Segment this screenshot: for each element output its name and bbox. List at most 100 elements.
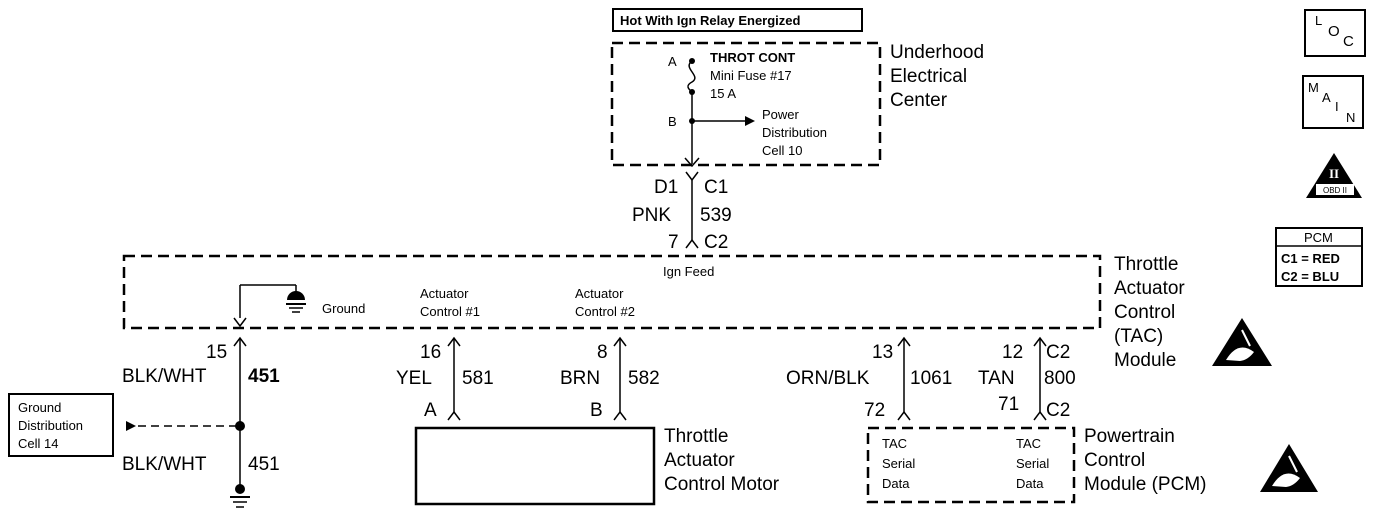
wire-451-circuit: 451 (248, 366, 280, 387)
svg-text:L: L (1315, 13, 1322, 28)
svg-text:Module (PCM): Module (PCM) (1084, 474, 1206, 495)
pcm-pin-71: 71 (998, 394, 1019, 415)
ground-dist-arrow (126, 421, 236, 431)
wire-800-color: TAN (978, 368, 1015, 389)
svg-text:C2 = BLU: C2 = BLU (1281, 269, 1339, 284)
fuse-label: Mini Fuse #17 (710, 68, 792, 83)
throttle-motor-label: Throttle Actuator Control Motor (664, 426, 780, 495)
svg-text:M: M (1308, 80, 1319, 95)
fuse-rating: 15 A (710, 86, 736, 101)
pcm-title: Powertrain Control Module (PCM) (1084, 426, 1206, 495)
wire-582-color: BRN (560, 368, 600, 389)
svg-text:Actuator: Actuator (1114, 278, 1185, 299)
wire-800-circuit: 800 (1044, 368, 1076, 389)
obd-ii-icon: II OBD II (1306, 153, 1362, 198)
esd-warning-icon (1212, 318, 1272, 366)
svg-text:Serial: Serial (1016, 456, 1049, 471)
power-dist-label: Power Distribution Cell 10 (762, 107, 827, 158)
svg-text:Underhood: Underhood (890, 42, 984, 63)
wire-15-pin: 15 (206, 342, 227, 363)
tac-module-title: Throttle Actuator Control (TAC) Module (1114, 254, 1185, 371)
svg-text:Power: Power (762, 107, 800, 122)
wire-582-circuit: 582 (628, 368, 660, 389)
svg-text:Data: Data (1016, 476, 1044, 491)
wire-16-pin: 16 (420, 342, 441, 363)
svg-text:Cell 10: Cell 10 (762, 143, 802, 158)
pcm-pin-72: 72 (864, 400, 885, 421)
pcm-right-label: TAC Serial Data (1016, 436, 1049, 491)
ign-feed-label: Ign Feed (663, 264, 714, 279)
svg-text:(TAC): (TAC) (1114, 326, 1163, 347)
svg-text:TAC: TAC (882, 436, 907, 451)
wire-1061-color: ORN/BLK (786, 368, 870, 389)
loc-icon[interactable]: L O C (1304, 9, 1366, 57)
fuse-header-box (612, 8, 863, 32)
wire-582-line (613, 336, 627, 421)
svg-text:Center: Center (890, 90, 948, 111)
ground-label: Ground (322, 301, 365, 316)
fuse-pin-b: B (668, 114, 677, 129)
connector-d1: D1 (654, 177, 678, 198)
svg-text:I: I (1335, 99, 1339, 114)
fuse-header-text: Hot With Ign Relay Energized (620, 13, 801, 28)
svg-text:Powertrain: Powertrain (1084, 426, 1175, 447)
wire-12-pin: 12 (1002, 342, 1023, 363)
wire-800-line (1033, 336, 1047, 421)
actuator-control-2-label: Actuator Control #2 (575, 286, 635, 319)
connector-pin-7: 7 (668, 232, 679, 253)
ground-dist-label: Ground Distribution Cell 14 (18, 400, 83, 451)
actuator-control-1-label: Actuator Control #1 (420, 286, 480, 319)
wire-1061-line (897, 336, 911, 421)
esd-warning-icon-pcm (1260, 444, 1318, 492)
svg-text:Distribution: Distribution (762, 125, 827, 140)
underhood-label: Underhood Electrical Center (890, 42, 984, 111)
wire-451-color: BLK/WHT (122, 366, 207, 387)
svg-text:Control #1: Control #1 (420, 304, 480, 319)
tac-connector-c2: C2 (1046, 342, 1070, 363)
pcm-connector-key: PCM C1 = RED C2 = BLU (1275, 227, 1363, 287)
svg-text:Serial: Serial (882, 456, 915, 471)
wire-581-line (447, 336, 461, 421)
svg-text:Control Motor: Control Motor (664, 474, 780, 495)
wire-581-circuit: 581 (462, 368, 494, 389)
svg-text:Throttle: Throttle (1114, 254, 1178, 275)
svg-text:Throttle: Throttle (664, 426, 728, 447)
wire-451b-circuit: 451 (248, 454, 280, 475)
connector-c2-top: C2 (704, 232, 728, 253)
svg-text:OBD II: OBD II (1323, 186, 1347, 195)
svg-text:Actuator: Actuator (664, 450, 735, 471)
wire-539-circuit: 539 (700, 205, 732, 226)
main-icon[interactable]: M A I N (1302, 75, 1364, 129)
svg-text:Ground: Ground (18, 400, 61, 415)
svg-text:Control: Control (1114, 302, 1175, 323)
svg-text:Control: Control (1084, 450, 1145, 471)
fuse-symbol (684, 58, 755, 168)
internal-ground-symbol (233, 284, 306, 328)
ground-dist-box (8, 393, 114, 457)
svg-text:Distribution: Distribution (18, 418, 83, 433)
connector-c1: C1 (704, 177, 728, 198)
svg-text:Control #2: Control #2 (575, 304, 635, 319)
wire-13-pin: 13 (872, 342, 893, 363)
throttle-motor-box (414, 426, 656, 506)
svg-text:A: A (1322, 90, 1331, 105)
underhood-box (610, 41, 882, 167)
fuse-name: THROT CONT (710, 50, 795, 65)
svg-text:N: N (1346, 110, 1355, 125)
connector-top-symbol (685, 171, 699, 249)
wire-8-pin: 8 (597, 342, 608, 363)
svg-text:Data: Data (882, 476, 910, 491)
pcm-box (866, 426, 1076, 504)
svg-text:Actuator: Actuator (575, 286, 624, 301)
svg-text:Electrical: Electrical (890, 66, 967, 87)
pcm-left-label: TAC Serial Data (882, 436, 915, 491)
wire-451b-color: BLK/WHT (122, 454, 207, 475)
wire-581-color: YEL (396, 368, 432, 389)
svg-text:O: O (1328, 23, 1340, 40)
pcm-connector-c2: C2 (1046, 400, 1070, 421)
wire-451-line (230, 336, 250, 508)
svg-text:II: II (1329, 166, 1339, 181)
svg-text:Cell 14: Cell 14 (18, 436, 58, 451)
svg-text:Actuator: Actuator (420, 286, 469, 301)
svg-text:C1 = RED: C1 = RED (1281, 251, 1340, 266)
